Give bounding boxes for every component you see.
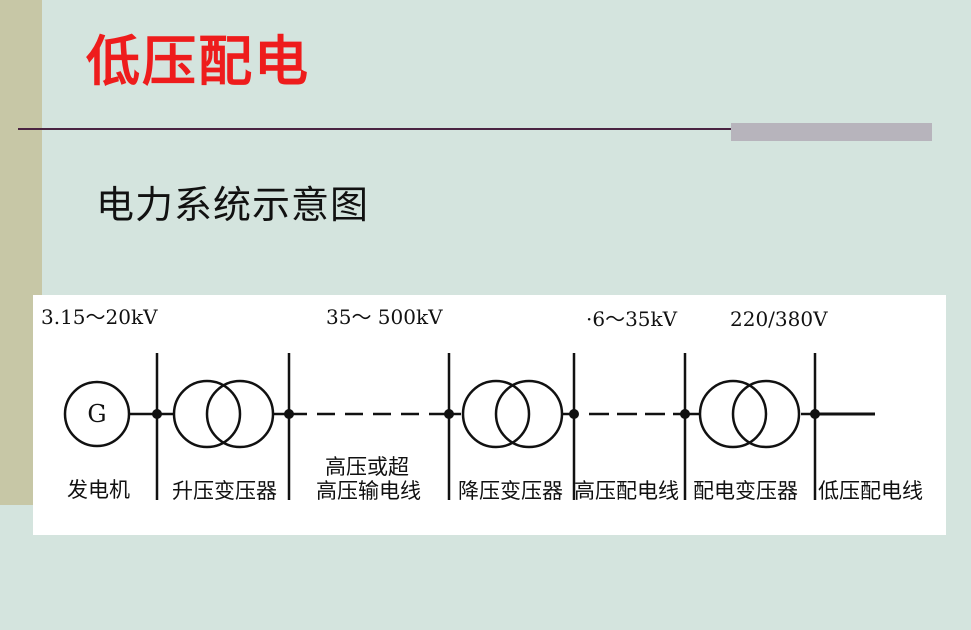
generator-letter: G	[87, 400, 106, 428]
step-up-transformer-coil	[205, 379, 275, 449]
step-down-transformer-coil	[494, 379, 564, 449]
junction-dot	[680, 409, 690, 419]
junction-dot	[569, 409, 579, 419]
voltage-label-transmission: 35～ 500kV	[326, 305, 443, 329]
label-step-up-transformer: 升压变压器	[172, 479, 277, 503]
slide-subtitle: 电力系统示意图	[96, 183, 370, 227]
junction-dot	[444, 409, 454, 419]
power-system-diagram: G 3.15～20kV 35～ 500kV ·6～35kV 220/380V 发…	[33, 295, 946, 535]
step-up-transformer-coil	[172, 379, 242, 449]
diagram-drawing: G	[63, 353, 875, 500]
distribution-transformer-coil	[731, 379, 801, 449]
label-distribution-transformer: 配电变压器	[693, 479, 798, 503]
step-down-transformer-coil	[461, 379, 531, 449]
voltage-label-generator: 3.15～20kV	[41, 305, 158, 329]
label-transmission-line-1: 高压或超	[325, 455, 409, 479]
label-hv-distribution-line: 高压配电线	[574, 479, 679, 503]
distribution-transformer-coil	[698, 379, 768, 449]
label-transmission-line-2: 高压输电线	[316, 479, 421, 503]
junction-dot	[152, 409, 162, 419]
label-step-down-transformer: 降压变压器	[458, 479, 563, 503]
label-generator: 发电机	[67, 478, 130, 502]
generator-symbol	[63, 380, 131, 448]
voltage-label-lv-distribution: 220/380V	[730, 307, 828, 331]
title-divider-accent	[731, 123, 932, 141]
title-divider	[18, 128, 932, 130]
slide-title: 低压配电	[86, 29, 310, 93]
voltage-label-hv-distribution: ·6～35kV	[586, 307, 678, 331]
label-lv-distribution-line: 低压配电线	[818, 479, 923, 503]
junction-dot	[810, 409, 820, 419]
junction-dot	[284, 409, 294, 419]
